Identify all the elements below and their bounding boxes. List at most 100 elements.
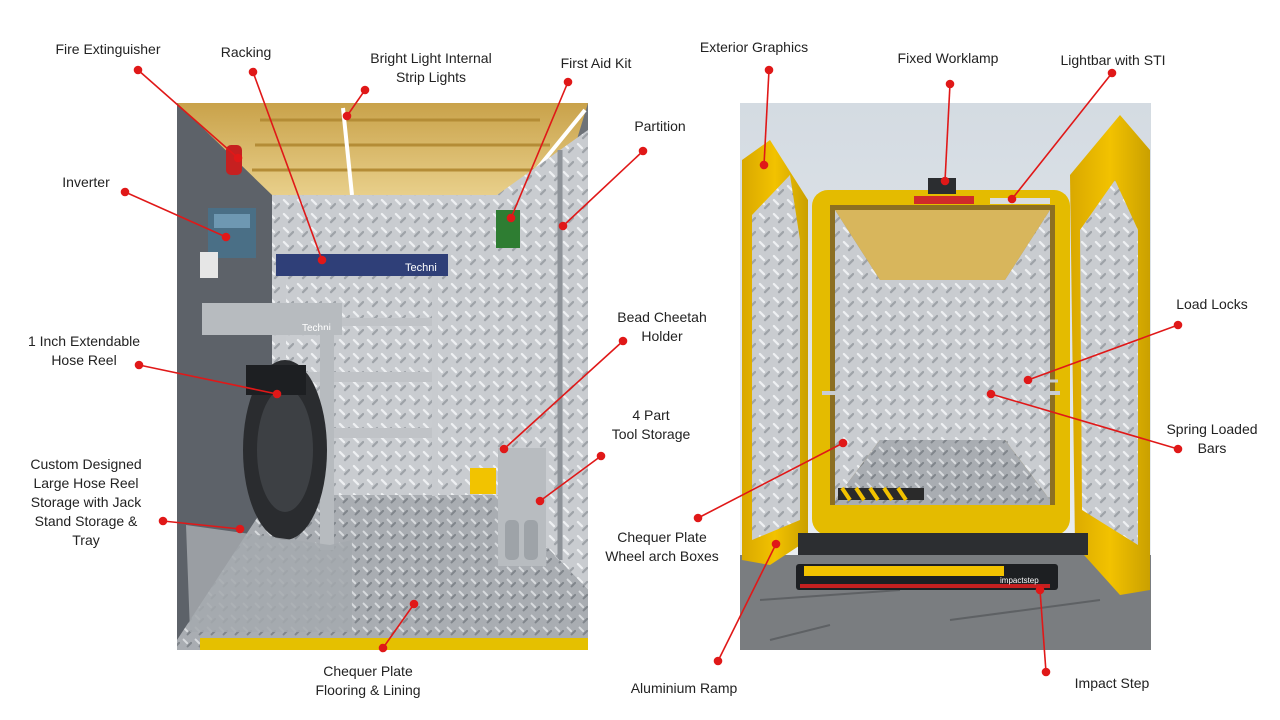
racking-brand-text: Techni	[405, 262, 437, 274]
callout-dot-lightbar-end	[1007, 194, 1017, 204]
callout-dot-exterior-graphics-end	[759, 160, 769, 170]
rear-photo: impactstep	[740, 103, 1151, 650]
callout-dot-racking	[248, 67, 258, 77]
callout-dot-load-locks-end	[1023, 375, 1033, 385]
label-line: Bright Light Internal	[370, 50, 492, 66]
label-line: Custom Designed	[30, 456, 142, 472]
label-line: Tray	[72, 532, 100, 548]
label-line: Stand Storage &	[34, 513, 138, 529]
label-fixed-worklamp: Fixed Worklamp	[868, 49, 1028, 68]
label-line: Tool Storage	[611, 426, 691, 442]
callout-dot-bead-cheetah	[618, 336, 628, 346]
callout-dot-fire-extinguisher	[133, 65, 143, 75]
callout-line-fire-extinguisher	[137, 69, 239, 159]
callout-line-exterior-graphics	[763, 69, 770, 166]
label-chequer-flooring: Chequer Plate Flooring & Lining	[278, 662, 458, 700]
label-strip-lights: Bright Light Internal Strip Lights	[331, 49, 531, 87]
callout-line-racking	[252, 71, 323, 261]
label-racking: Racking	[186, 43, 306, 62]
label-line: Chequer Plate	[323, 663, 413, 679]
callout-line-custom-storage	[162, 520, 241, 530]
label-hose-reel: 1 Inch Extendable Hose Reel	[4, 332, 164, 370]
callout-dot-wheel-arch	[693, 513, 703, 523]
callout-line-aluminium-ramp	[717, 543, 777, 662]
label-line: 4 Part	[632, 407, 670, 423]
label-fire-extinguisher: Fire Extinguisher	[18, 40, 198, 59]
callout-dot-chequer-flooring-end	[409, 599, 419, 609]
interior-photo: Techni Techni	[177, 103, 588, 650]
callout-dot-impact-step-end	[1035, 585, 1045, 595]
label-line: Lightbar with STI	[1060, 52, 1166, 68]
label-line: Load Locks	[1176, 296, 1248, 312]
label-bead-cheetah: Bead Cheetah Holder	[592, 308, 732, 346]
callout-dot-chequer-flooring	[378, 643, 388, 653]
label-exterior-graphics: Exterior Graphics	[664, 38, 844, 57]
label-line: Holder	[641, 328, 683, 344]
callout-dot-custom-storage-end	[235, 524, 245, 534]
callout-dot-partition	[638, 146, 648, 156]
callout-dot-exterior-graphics	[764, 65, 774, 75]
callout-line-strip-lights	[346, 89, 366, 117]
label-aluminium-ramp: Aluminium Ramp	[604, 679, 764, 698]
label-line: Spring Loaded	[1166, 421, 1258, 437]
label-line: 1 Inch Extendable	[27, 333, 141, 349]
callout-dot-load-locks	[1173, 320, 1183, 330]
label-line: Exterior Graphics	[699, 39, 809, 55]
label-line: Inverter	[62, 174, 110, 190]
callout-dot-fire-extinguisher-end	[233, 153, 243, 163]
label-line: Flooring & Lining	[315, 682, 421, 698]
label-line: Partition	[634, 118, 686, 134]
callout-dot-partition-end	[558, 221, 568, 231]
callout-dot-aluminium-ramp	[713, 656, 723, 666]
callout-line-chequer-flooring	[382, 603, 415, 649]
callout-line-bead-cheetah	[503, 340, 624, 450]
label-impact-step: Impact Step	[1042, 674, 1182, 693]
step-brand-text: impactstep	[1000, 576, 1039, 585]
label-line: Aluminium Ramp	[630, 680, 738, 696]
label-wheel-arch: Chequer Plate Wheel arch Boxes	[582, 528, 742, 566]
callout-dot-impact-step	[1041, 667, 1051, 677]
label-spring-bars: Spring Loaded Bars	[1146, 420, 1278, 458]
callout-line-tool-storage	[539, 455, 602, 502]
callout-dot-bead-cheetah-end	[499, 444, 509, 454]
label-tool-storage: 4 Part Tool Storage	[581, 406, 721, 444]
label-line: Hose Reel	[51, 352, 117, 368]
callout-dot-inverter-end	[221, 232, 231, 242]
callout-dot-fixed-worklamp-end	[940, 176, 950, 186]
label-line: Strip Lights	[395, 69, 467, 85]
label-first-aid-kit: First Aid Kit	[526, 54, 666, 73]
label-line: Fixed Worklamp	[897, 50, 999, 66]
label-partition: Partition	[600, 117, 720, 136]
label-lightbar: Lightbar with STI	[1023, 51, 1203, 70]
callout-dot-tool-storage-end	[535, 496, 545, 506]
callout-dot-first-aid-kit	[563, 77, 573, 87]
label-custom-storage: Custom Designed Large Hose Reel Storage …	[2, 455, 170, 550]
label-line: Racking	[220, 44, 272, 60]
callout-line-inverter	[124, 191, 227, 238]
callout-line-load-locks	[1027, 324, 1179, 381]
callout-dot-spring-bars	[1173, 444, 1183, 454]
label-line: Bars	[1197, 440, 1227, 456]
callout-dot-fixed-worklamp	[945, 79, 955, 89]
callout-dot-hose-reel-end	[272, 389, 282, 399]
callout-line-wheel-arch	[697, 442, 844, 519]
label-line: Large Hose Reel	[33, 475, 139, 491]
label-inverter: Inverter	[26, 173, 146, 192]
callout-dot-strip-lights	[360, 85, 370, 95]
label-line: Storage with Jack	[30, 494, 142, 510]
callout-line-hose-reel	[138, 364, 278, 395]
callout-dot-strip-lights-end	[342, 111, 352, 121]
callout-line-impact-step	[1039, 589, 1047, 673]
label-line: Wheel arch Boxes	[605, 548, 719, 564]
callout-dot-aluminium-ramp-end	[771, 539, 781, 549]
label-line: First Aid Kit	[560, 55, 632, 71]
callout-lines	[120, 65, 1183, 677]
label-line: Fire Extinguisher	[55, 41, 161, 57]
label-line: Impact Step	[1074, 675, 1150, 691]
hose-reel-brand-text: Techni	[302, 323, 331, 334]
callout-line-first-aid-kit	[510, 81, 569, 219]
callout-dot-hose-reel	[134, 360, 144, 370]
callout-line-spring-bars	[990, 393, 1179, 450]
